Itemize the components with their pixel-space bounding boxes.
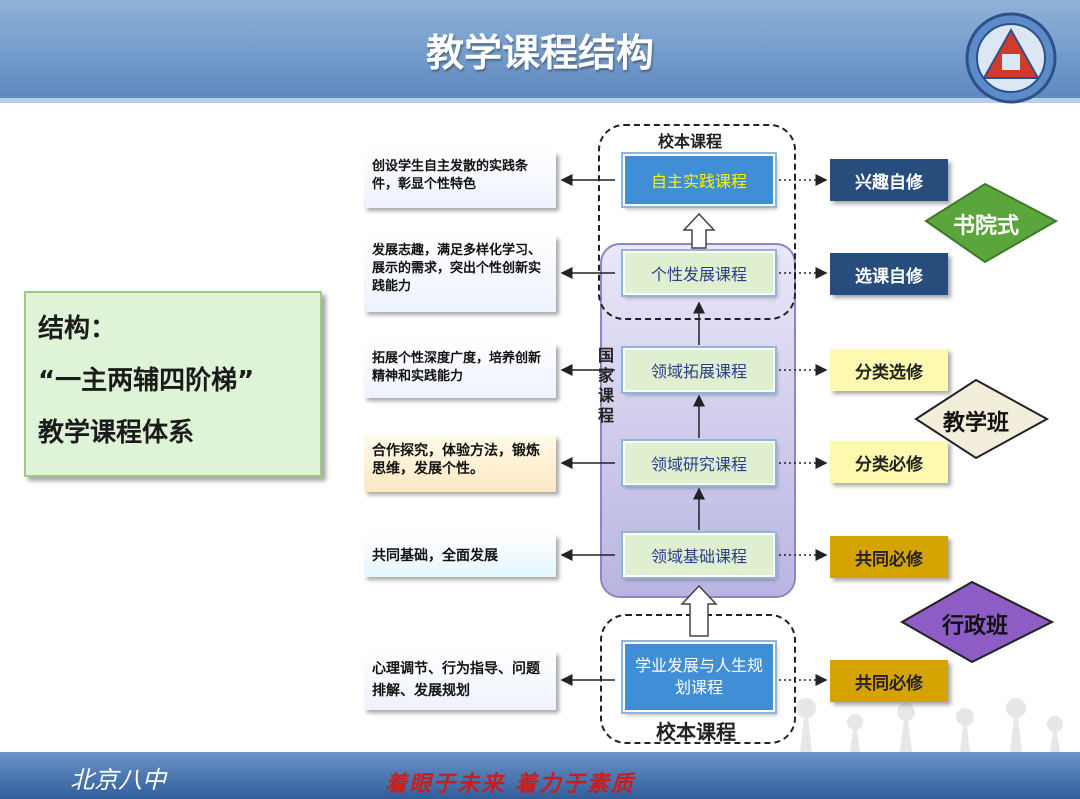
course-box-autonomous-practice: 自主实践课程	[623, 154, 775, 206]
diamond-label-teaching-class: 教学班	[942, 411, 1009, 436]
footer-motto: 着眼于未来 着力于素质	[385, 771, 635, 797]
structure-summary-box: 结构： “一主两辅四阶梯” 教学课程体系	[24, 291, 322, 477]
description-box: 共同基础，全面发展	[364, 535, 556, 577]
footer-school-name: 北京八中	[70, 766, 166, 794]
school-curriculum-label-bottom: 校本课程	[656, 720, 736, 744]
footer-bar	[0, 752, 1080, 799]
tag-interest-self-study: 兴趣自修	[830, 159, 948, 201]
description-box: 心理调节、行为指导、问题排解、发展规划	[364, 652, 556, 710]
course-box-domain-foundation: 领域基础课程	[623, 533, 775, 577]
school-curriculum-group-top	[598, 124, 796, 320]
tag-elective-self-study: 选课自修	[830, 253, 948, 295]
school-curriculum-label-top: 校本课程	[658, 132, 723, 151]
course-box-life-planning: 学业发展与人生规划课程	[623, 642, 775, 712]
course-box-personal-development: 个性发展课程	[623, 251, 775, 295]
structure-line-1: 结构：	[38, 314, 117, 344]
course-box-domain-research: 领域研究课程	[623, 441, 775, 485]
description-box: 拓展个性深度广度，培养创新精神和实践能力	[364, 344, 556, 398]
diamond-label-admin-class: 行政班	[941, 614, 1008, 639]
tag-category-elective: 分类选修	[830, 349, 948, 391]
structure-line-3: 教学课程体系	[38, 418, 195, 448]
header-bar	[0, 0, 1080, 100]
diamond-label-academy: 书院式	[952, 214, 1019, 239]
tag-common-required: 共同必修	[830, 536, 948, 578]
description-box: 创设学生自主发散的实践条件，彰显个性特色	[364, 152, 556, 208]
structure-line-2: “一主两辅四阶梯”	[38, 366, 255, 396]
description-box: 发展志趣，满足多样化学习、展示的需求，突出个性创新实践能力	[364, 236, 556, 312]
tag-category-required: 分类必修	[830, 441, 948, 483]
description-box: 合作探究，体验方法，锻炼思维，发展个性。	[364, 436, 556, 492]
tag-common-required: 共同必修	[830, 660, 948, 702]
header-divider	[0, 98, 1080, 103]
national-curriculum-label: 国家课程	[598, 346, 615, 425]
page-title: 教学课程结构	[425, 31, 654, 75]
course-box-domain-extension: 领域拓展课程	[623, 348, 775, 392]
